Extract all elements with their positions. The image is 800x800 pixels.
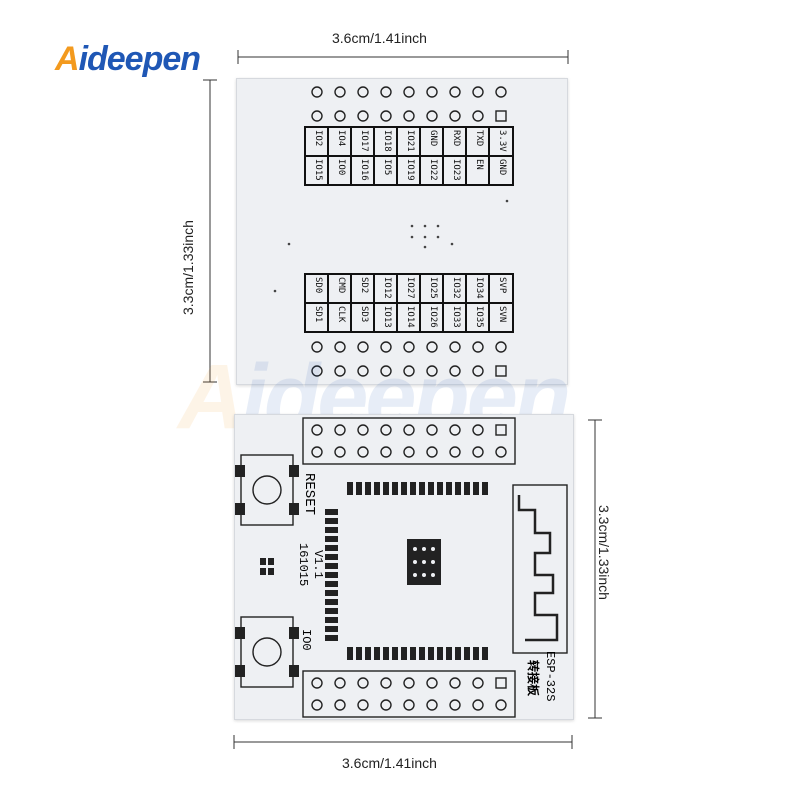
pin-label: IO34 [474,277,484,299]
pin-label: IO32 [451,277,461,299]
pin-label: SD1 [313,306,323,323]
pin-label: IO13 [382,306,392,328]
pin-label: CMD [336,277,346,294]
pin-label: SVP [497,277,507,294]
pin-label: IO15 [313,159,323,181]
pin-label: IO22 [428,159,438,181]
pin-label: GND [428,130,438,147]
pin-label: IO5 [382,159,392,176]
pin-label: SD2 [359,277,369,294]
io0-button-graphic [235,616,299,688]
pin-label: IO19 [405,159,415,181]
pin-label: IO17 [359,130,369,152]
bottom-board: RESET V1.1 161015 IO0 ESP-32S 转接板 [234,414,574,720]
pin-label: CLK [336,306,346,323]
pin-label: IO23 [451,159,461,181]
top-width-label: 3.6cm/1.41inch [332,30,427,46]
brand-logo: Aideepen [55,40,201,78]
date-label: 161015 [296,543,310,587]
pin-label: IO35 [474,306,484,328]
pin-label: IO0 [336,159,346,176]
version-label: V1.1 [311,550,325,579]
module-label: ESP-32S [543,651,557,702]
pin-label: RXD [451,130,461,147]
pin-label: IO27 [405,277,415,299]
pin-label: IO4 [336,130,346,147]
pin-label: GND [497,159,507,176]
pin-label: TXD [474,130,484,147]
pin-label: IO2 [313,130,323,147]
top-board-drawing [273,86,514,377]
pin-label: SVN [497,306,507,323]
pin-label: IO14 [405,306,415,328]
top-height-label: 3.3cm/1.33inch [180,220,196,315]
pin-label: IO21 [405,130,415,152]
bottom-width-label: 3.6cm/1.41inch [342,755,437,771]
reset-label: RESET [301,473,317,516]
pin-label: IO26 [428,306,438,328]
pin-label: IO25 [428,277,438,299]
pin-label: SD0 [313,277,323,294]
pin-label: IO16 [359,159,369,181]
chinese-label: 转接板 [526,660,540,697]
bottom-height-label: 3.3cm/1.33inch [596,505,612,600]
bottom-board-drawing [235,417,568,718]
reset-button-graphic [235,454,299,526]
io0-label: IO0 [299,629,313,651]
pin-label: IO12 [382,277,392,299]
pin-label: SD3 [359,306,369,323]
pin-label: 3.3V [497,130,507,152]
pin-label: IO33 [451,306,461,328]
pin-label: EN [474,159,484,170]
pin-label: IO18 [382,130,392,152]
